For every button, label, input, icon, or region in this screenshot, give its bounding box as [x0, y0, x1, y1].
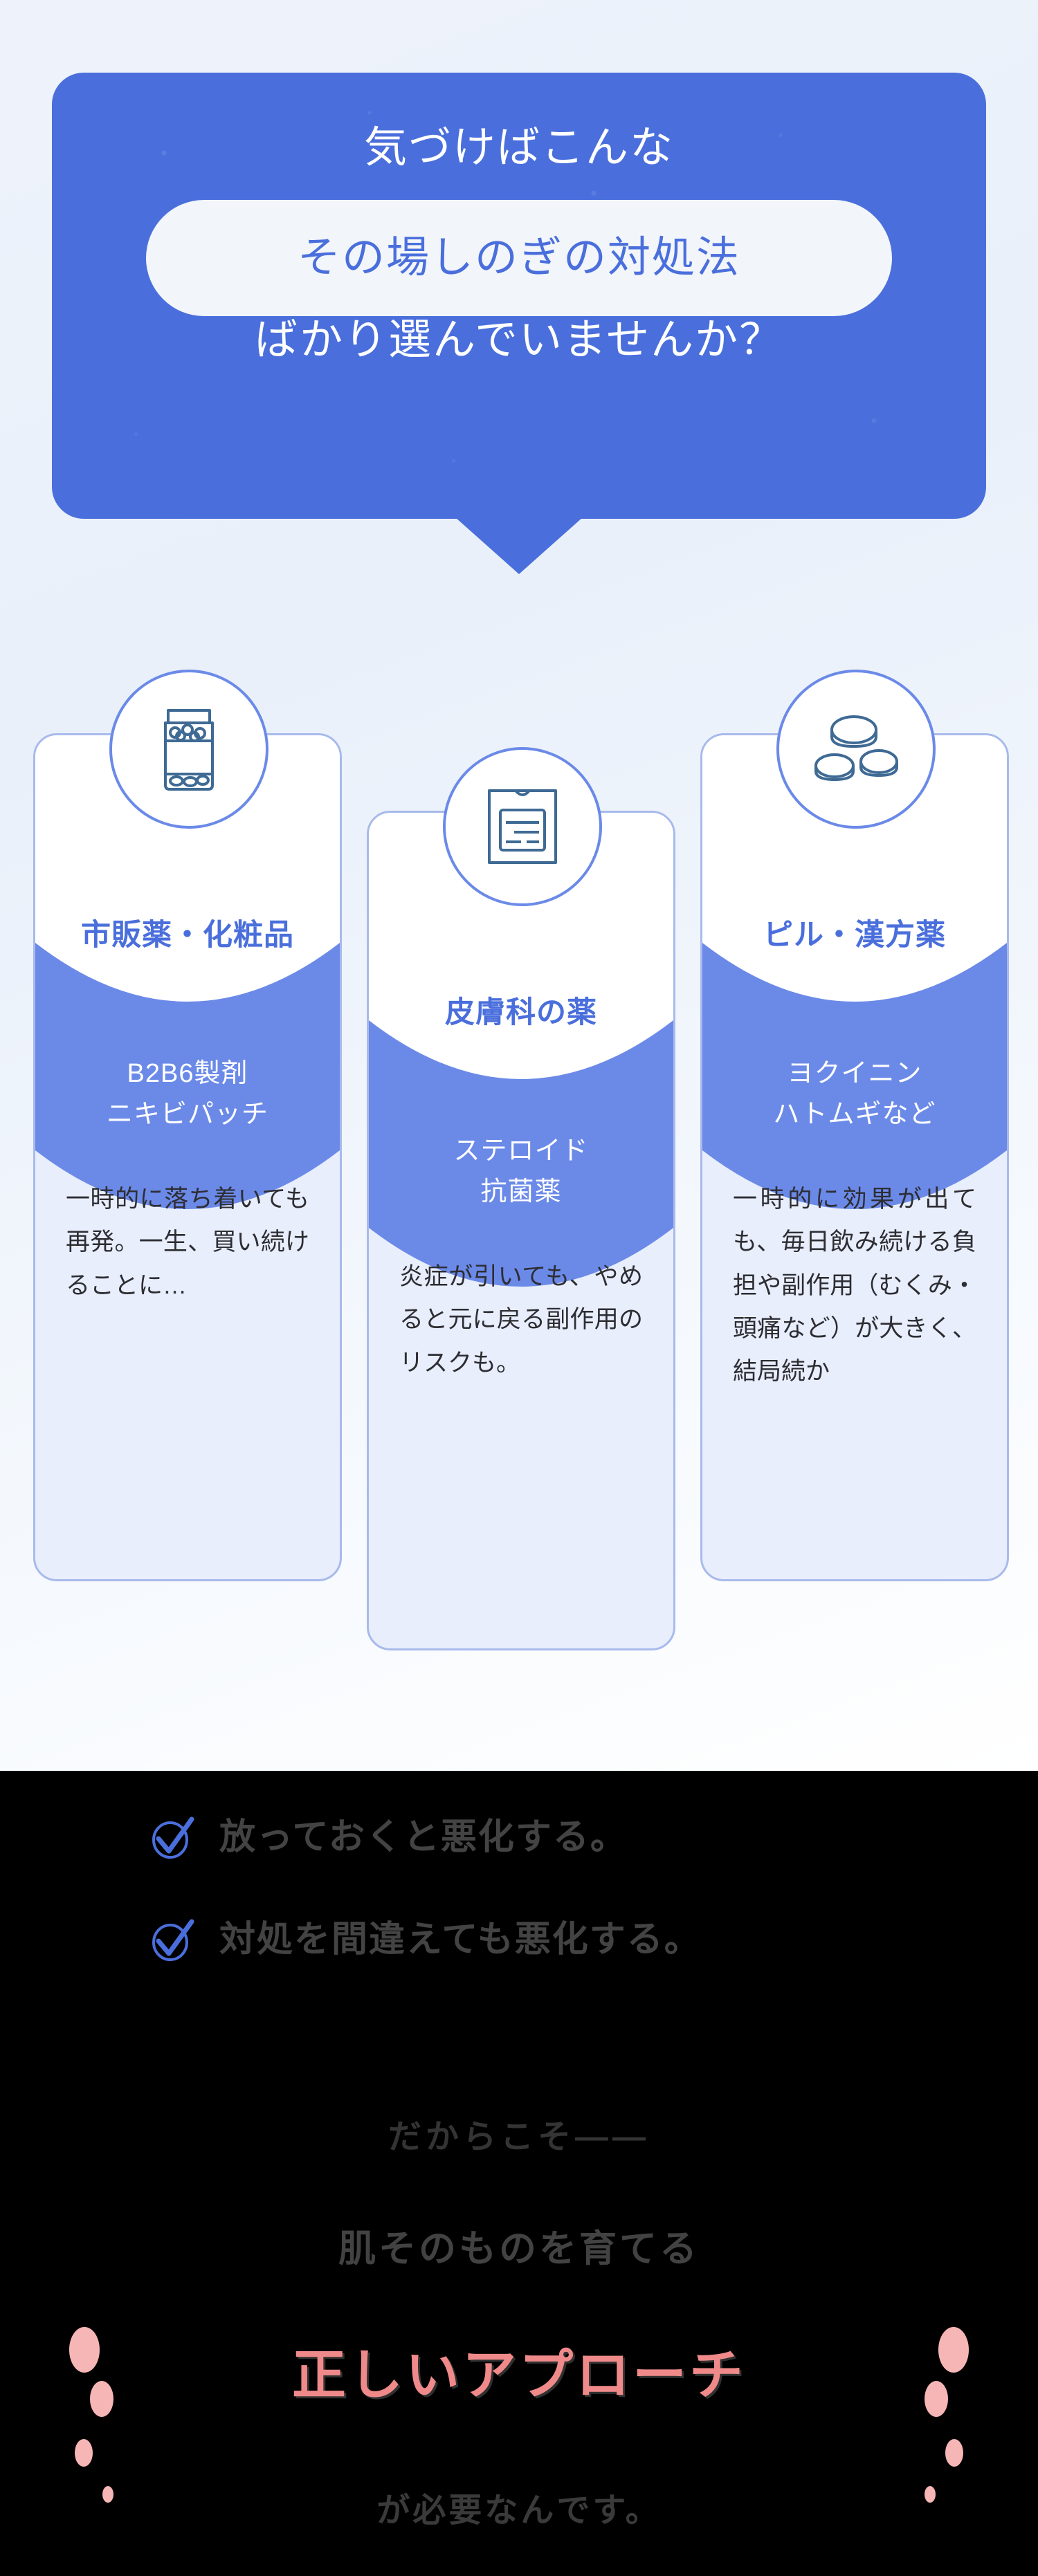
top-section: 気づけばこんな その場しのぎの対処法 ばかり選んでいませんか？ 市販薬・化粧品: [0, 0, 1038, 1771]
card-sub-line-1a: B2B6製剤: [127, 1059, 248, 1088]
approach-highlight-row: 正しいアプローチ: [0, 2327, 1038, 2503]
dark-conclusion-section: 放っておくと悪化する。 対処を間違えても悪化する。 だからこそ—— 肌そのものを…: [0, 1771, 1038, 2576]
because-text: だからこそ——: [388, 2119, 650, 2155]
hero-pill-label: その場しのぎの対処法: [297, 234, 740, 282]
card-subtitle-2: ステロイド 抗菌薬: [369, 1131, 673, 1213]
speech-bubble-tail: [455, 517, 583, 574]
hero-highlight-pill: その場しのぎの対処法: [146, 200, 892, 316]
card-title-3: ピル・漢方薬: [763, 919, 946, 952]
card-pill-kampo[interactable]: ピル・漢方薬 ヨクイニン ハトムギなど 一時的に効果が出ても、毎日飲み続ける負担…: [700, 733, 1009, 1581]
card-title-2: 皮膚科の薬: [445, 996, 597, 1029]
approach-text: 正しいアプローチ: [291, 2344, 746, 2405]
card-sub-line-3b: ハトムギなど: [773, 1099, 936, 1129]
hero-line-1: 気づけばこんな: [363, 124, 674, 172]
card-dermatology-medicine[interactable]: 皮膚科の薬 ステロイド 抗菌薬 炎症が引いても、やめると元に戻る副作用のリスクも…: [367, 811, 675, 1650]
check-item-1: 放っておくと悪化する。: [149, 1814, 628, 1861]
card-subtitle-1: B2B6製剤 ニキビパッチ: [35, 1054, 340, 1135]
tablets-icon: [776, 670, 936, 829]
grow-skin-text: 肌そのものを育てる: [338, 2228, 700, 2270]
prescription-document-icon: [443, 747, 602, 906]
card-body-3: 一時的に効果が出ても、毎日飲み続ける負担や副作用（むくみ・頭痛など）が大きく、結…: [733, 1186, 976, 1386]
check-circle-icon: [149, 1814, 196, 1861]
check-circle-icon: [149, 1916, 196, 1963]
card-sub-line-2a: ステロイド: [453, 1137, 589, 1166]
hero-line-3: ばかり選んでいませんか？: [254, 316, 784, 364]
check-label-1: 放っておくと悪化する。: [219, 1817, 628, 1857]
decorative-dots-right: [879, 2327, 976, 2503]
card-body-2: 炎症が引いても、やめると元に戻る副作用のリスクも。: [399, 1263, 643, 1377]
need-text: が必要なんです。: [376, 2492, 662, 2529]
card-subtitle-3: ヨクイニン ハトムギなど: [702, 1054, 1007, 1135]
check-item-2: 対処を間違えても悪化する。: [149, 1916, 702, 1963]
card-title-1: 市販薬・化粧品: [81, 919, 294, 952]
hero-speech-bubble: 気づけばこんな その場しのぎの対処法 ばかり選んでいませんか？: [52, 73, 986, 519]
treatment-cards: 市販薬・化粧品 B2B6製剤 ニキビパッチ 一時的に落ち着いても再発。一生、買い…: [0, 650, 1038, 1729]
card-body-1: 一時的に落ち着いても再発。一生、買い続けることに…: [66, 1186, 309, 1299]
card-otc-cosmetics[interactable]: 市販薬・化粧品 B2B6製剤 ニキビパッチ 一時的に落ち着いても再発。一生、買い…: [33, 733, 342, 1581]
check-label-2: 対処を間違えても悪化する。: [219, 1920, 702, 1960]
card-wave-2: [369, 813, 673, 1352]
supplement-bottle-icon: [109, 670, 268, 829]
card-sub-line-3a: ヨクイニン: [787, 1059, 922, 1088]
card-sub-line-1b: ニキビパッチ: [106, 1099, 268, 1129]
decorative-dots-left: [62, 2327, 159, 2503]
card-sub-line-2b: 抗菌薬: [480, 1177, 562, 1206]
